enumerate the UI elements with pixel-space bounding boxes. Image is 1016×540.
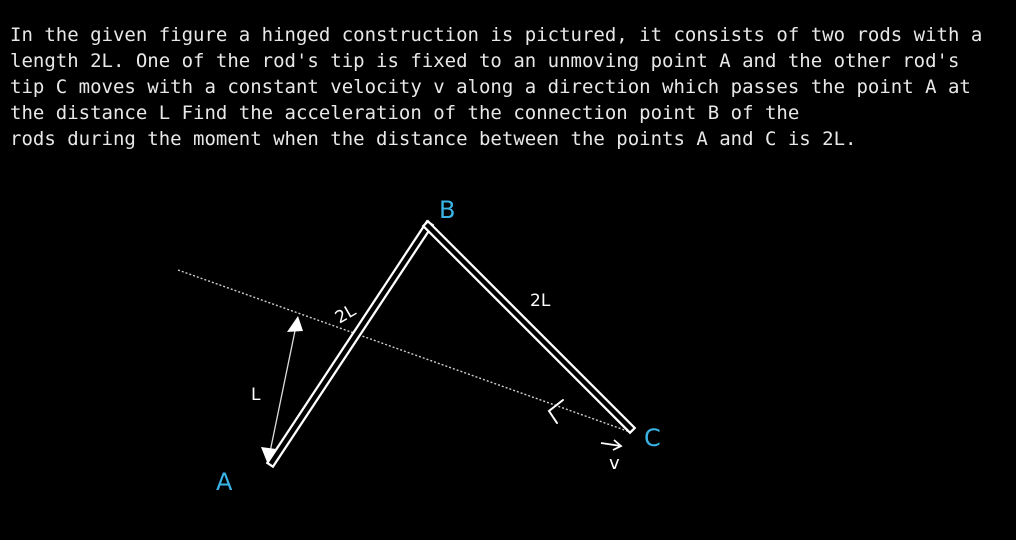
vector-arrow-icon <box>600 439 623 451</box>
motion-path-line <box>177 269 631 433</box>
arrowhead-up <box>287 316 303 332</box>
rod-BC <box>421 219 637 435</box>
problem-line: length 2L. One of the rod's tip is fixed… <box>10 50 960 72</box>
problem-line: In the given figure a hinged constructio… <box>10 24 983 46</box>
distance-arrow <box>269 325 297 453</box>
problem-line: the distance L Find the acceleration of … <box>10 102 800 124</box>
rod-AB-length-label: 2L <box>332 301 360 329</box>
velocity-label: v <box>609 453 620 474</box>
problem-statement: In the given figure a hinged constructio… <box>10 22 982 152</box>
problem-line: rods during the moment when the distance… <box>10 128 857 150</box>
distance-label: L <box>251 385 261 405</box>
direction-arrowhead <box>547 399 564 424</box>
point-label-B: B <box>439 196 455 224</box>
rod-BC-length-label: 2L <box>530 291 551 311</box>
arrowhead-down <box>261 447 276 462</box>
problem-line: tip C moves with a constant velocity v a… <box>10 76 971 98</box>
point-label-A: A <box>216 468 233 496</box>
point-label-C: C <box>644 424 661 452</box>
rod-AB <box>265 219 435 469</box>
